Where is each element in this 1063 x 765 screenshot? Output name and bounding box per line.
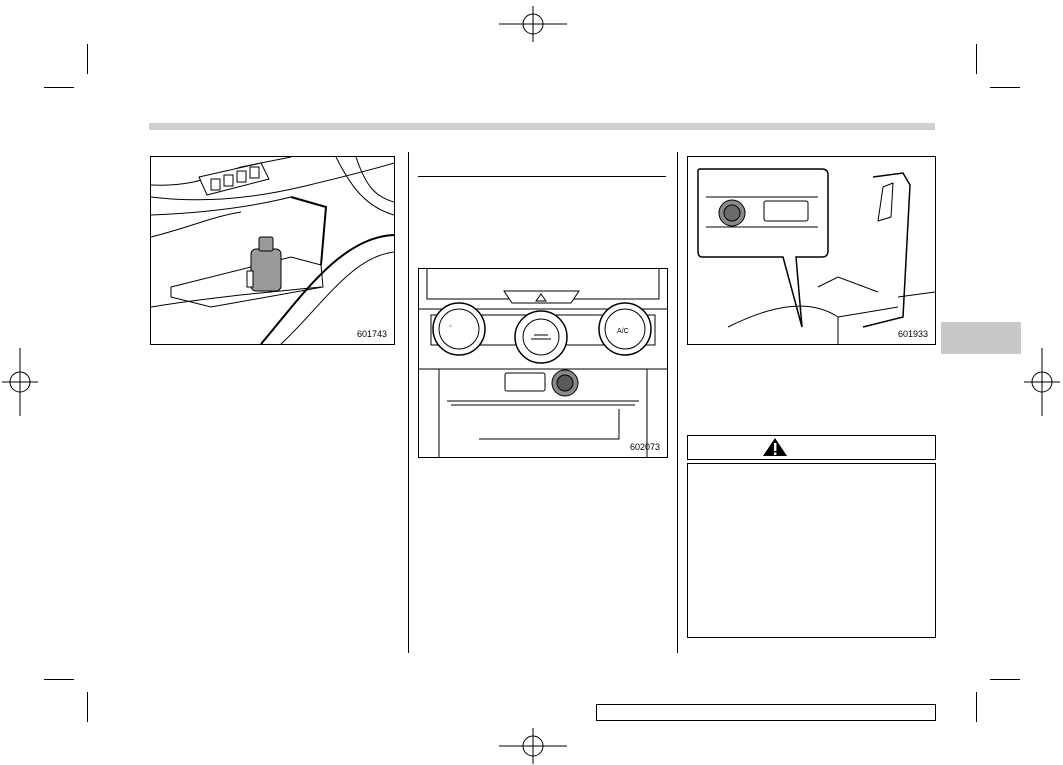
section-heading-rule bbox=[418, 176, 666, 177]
warning-header bbox=[687, 435, 936, 460]
warning-body bbox=[687, 463, 936, 638]
figure-door-pocket: 601743 bbox=[150, 156, 395, 345]
figure-console-outlet: 601933 bbox=[687, 156, 936, 345]
crop-mark-tl-h bbox=[44, 87, 74, 88]
crop-mark-tr-h bbox=[990, 87, 1020, 88]
registration-mark-left-icon bbox=[2, 348, 38, 416]
column-divider-right bbox=[677, 152, 678, 653]
figure-code: 602073 bbox=[629, 442, 660, 452]
column-divider-left bbox=[408, 152, 409, 653]
svg-text:⌂: ⌂ bbox=[449, 323, 452, 329]
console-outlet-illustration bbox=[697, 168, 935, 344]
figure-climate-panel: ⌂ A/C 602073 bbox=[418, 268, 668, 458]
registration-mark-right-icon bbox=[1024, 348, 1060, 416]
door-pocket-illustration bbox=[151, 157, 394, 344]
crop-mark-bl-h bbox=[44, 679, 74, 680]
page-header-bar bbox=[149, 123, 935, 130]
figure-code: 601743 bbox=[356, 329, 387, 339]
warning-triangle-icon bbox=[763, 438, 787, 456]
chapter-tab bbox=[941, 322, 1021, 354]
climate-panel-illustration: ⌂ A/C bbox=[419, 269, 667, 457]
crop-mark-br-v bbox=[976, 692, 977, 722]
registration-mark-bottom-icon bbox=[499, 728, 567, 764]
crop-mark-br-h bbox=[990, 679, 1020, 680]
crop-mark-bl-v bbox=[87, 692, 88, 722]
registration-mark-top-icon bbox=[499, 6, 567, 42]
ac-label: A/C bbox=[617, 328, 629, 335]
footer-page-box bbox=[596, 704, 936, 721]
crop-mark-tr-v bbox=[976, 44, 977, 74]
figure-code: 601933 bbox=[897, 329, 928, 339]
crop-mark-tl-v bbox=[87, 44, 88, 74]
